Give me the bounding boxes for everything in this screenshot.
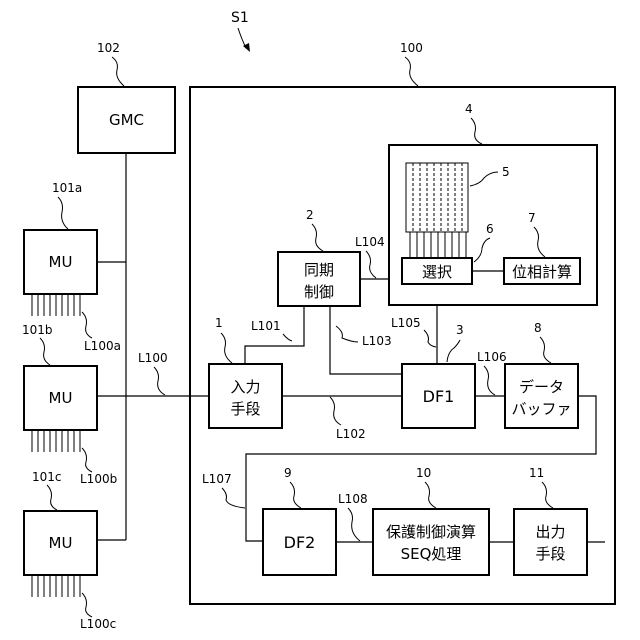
line-l108-ref: L108 <box>338 492 368 506</box>
mu-b-lines-leader <box>82 448 92 472</box>
line-l107-leader <box>222 488 245 508</box>
input-block-line2: 手段 <box>230 400 260 418</box>
line-l101 <box>245 306 304 364</box>
phase-calc-ref: 7 <box>528 211 536 225</box>
bus-l100-ref: L100 <box>138 351 168 365</box>
df1-ref: 3 <box>456 323 464 337</box>
data-buffer-ref: 8 <box>534 321 542 335</box>
mu-c-lines-leader <box>82 593 92 617</box>
sync-control-leader <box>312 224 323 251</box>
line-l105-leader <box>424 330 436 347</box>
output-block <box>514 509 587 575</box>
mu-a-label: MU <box>49 253 73 271</box>
protection-control-ref: 10 <box>416 466 431 480</box>
system-label-arrow <box>238 28 246 48</box>
line-l106-leader <box>484 366 495 395</box>
output-block-line1: 出力 <box>535 523 565 541</box>
mu-b-lines-ref: L100b <box>80 472 117 486</box>
mu-c-leader <box>47 485 57 510</box>
mu-b-ref: 101b <box>22 323 53 337</box>
mu-c-ref: 101c <box>32 470 62 484</box>
data-buffer-block <box>505 364 578 428</box>
line-l107-ref: L107 <box>202 472 232 486</box>
df2-label: DF2 <box>284 533 316 552</box>
data-buffer-line2: バッファ <box>511 400 571 418</box>
mu-a-lines-leader <box>82 312 92 338</box>
line-l103-ref: L103 <box>362 334 392 348</box>
protection-control-line1: 保護制御演算 <box>386 523 476 541</box>
mu-b-input-lines <box>32 430 80 452</box>
output-block-line2: 手段 <box>535 545 565 563</box>
mu-a-input-lines <box>32 294 80 316</box>
sync-control-ref: 2 <box>306 208 314 222</box>
system-frame-ref: 100 <box>400 41 423 55</box>
line-l102-leader <box>330 397 341 425</box>
line-l102-ref: L102 <box>336 427 366 441</box>
selection-block-ref: 6 <box>486 222 494 236</box>
line-l104-leader <box>366 251 376 278</box>
mu-c-input-lines <box>32 575 80 597</box>
mu-a-ref: 101a <box>52 181 82 195</box>
line-l105-ref: L105 <box>391 316 421 330</box>
line-l104-ref: L104 <box>355 235 385 249</box>
df1-label: DF1 <box>423 387 455 406</box>
mu-c-lines-ref: L100c <box>80 617 116 631</box>
df2-ref: 9 <box>284 466 292 480</box>
selection-group-ref: 4 <box>465 102 473 116</box>
gmc-ref: 102 <box>97 41 120 55</box>
system-frame-leader <box>405 57 418 86</box>
line-l106-ref: L106 <box>477 350 507 364</box>
mu-a-leader <box>58 197 68 229</box>
mu-b-label: MU <box>49 389 73 407</box>
input-block <box>209 364 282 428</box>
line-l108-leader <box>348 508 360 541</box>
input-block-line1: 入力 <box>230 378 260 396</box>
df2-leader <box>290 482 301 508</box>
selection-group-leader <box>471 118 482 144</box>
gmc-label: GMC <box>109 111 144 129</box>
protection-control-line2: SEQ処理 <box>401 545 462 563</box>
line-l103-leader <box>336 326 358 342</box>
selection-block-label: 選択 <box>422 263 452 281</box>
mu-b-leader <box>40 338 50 365</box>
sync-control-line2: 制御 <box>304 283 334 301</box>
gmc-leader <box>112 57 124 86</box>
input-block-leader <box>221 333 232 363</box>
protection-control-leader <box>425 482 436 508</box>
data-buffer-leader <box>540 337 551 363</box>
system-label: S1 <box>231 10 249 26</box>
data-table-ref: 5 <box>502 165 510 179</box>
mu-a-lines-ref: L100a <box>84 339 121 353</box>
data-buffer-line1: データ <box>519 378 564 396</box>
line-l101-leader <box>283 334 292 341</box>
output-block-ref: 11 <box>529 466 544 480</box>
bus-l100-leader <box>154 367 165 395</box>
df1-leader <box>447 340 460 362</box>
mu-c-label: MU <box>49 534 73 552</box>
phase-calc-label: 位相計算 <box>512 263 572 281</box>
input-block-ref: 1 <box>215 316 223 330</box>
line-l101-ref: L101 <box>251 319 281 333</box>
output-block-leader <box>542 482 553 508</box>
protection-control-block <box>373 509 489 575</box>
sync-control-line1: 同期 <box>304 261 334 279</box>
